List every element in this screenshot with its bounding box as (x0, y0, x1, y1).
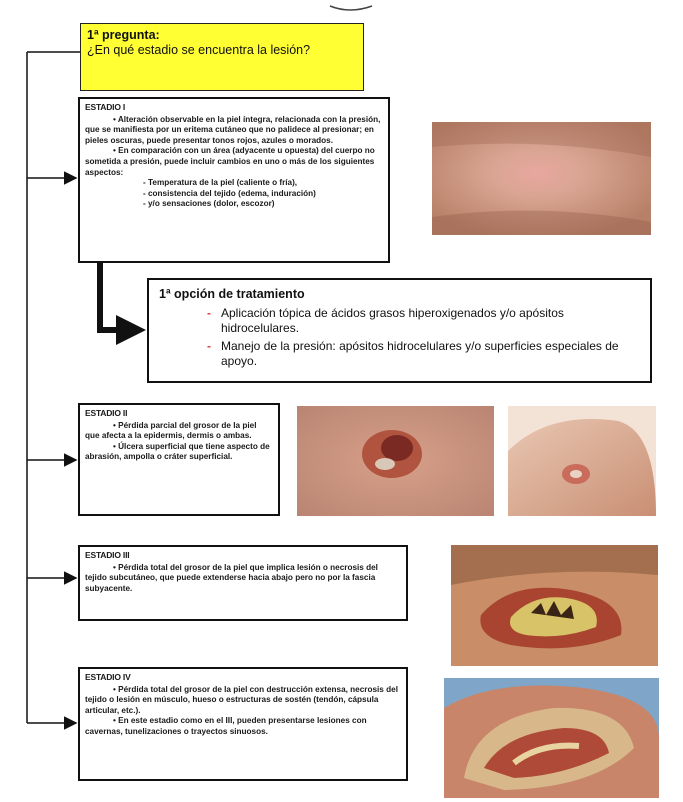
stage1-item: - consistencia del tejido (edema, indura… (85, 189, 383, 200)
stage2-text-1: • Pérdida parcial del grosor de la piel … (85, 421, 273, 442)
stage1-text-1: • Alteración observable en la piel ínteg… (85, 115, 383, 147)
treatment-box: 1ª opción de tratamiento -Aplicación tóp… (147, 278, 652, 383)
stage3-box: ESTADIO III • Pérdida total del grosor d… (78, 545, 408, 621)
arrow-treatment (100, 263, 140, 330)
stage2-title: ESTADIO II (85, 408, 273, 419)
stage2-text-2: • Úlcera superficial que tiene aspecto d… (85, 442, 273, 463)
treatment-item-text: Aplicación tópica de ácidos grasos hiper… (221, 306, 564, 335)
stage2-box: ESTADIO II • Pérdida parcial del grosor … (78, 403, 280, 516)
stage1-item: - Temperatura de la piel (caliente o frí… (85, 178, 383, 189)
treatment-title: 1ª opción de tratamiento (159, 287, 640, 301)
treatment-item: -Manejo de la presión: apósitos hidrocel… (221, 339, 640, 369)
treatment-item: -Aplicación tópica de ácidos grasos hipe… (221, 306, 640, 336)
stage1-photo (432, 122, 651, 235)
stage4-text-1: • Pérdida total del grosor de la piel co… (85, 685, 401, 717)
stage1-item: - y/o sensaciones (dolor, escozor) (85, 199, 383, 210)
question-title: 1ª pregunta: (87, 28, 357, 43)
bullet-mark: - (207, 306, 211, 321)
stage4-title: ESTADIO IV (85, 672, 401, 683)
stage4-text-2: • En este estadio como en el III, pueden… (85, 716, 401, 737)
stage4-box: ESTADIO IV • Pérdida total del grosor de… (78, 667, 408, 781)
question-box: 1ª pregunta: ¿En qué estadio se encuentr… (80, 23, 364, 91)
question-text: ¿En qué estadio se encuentra la lesión? (87, 43, 357, 58)
top-curve (330, 6, 372, 10)
stage3-title: ESTADIO III (85, 550, 401, 561)
stage3-photo (451, 545, 658, 666)
stage2-photo-1 (297, 406, 494, 516)
stage4-photo (444, 678, 659, 798)
stage1-title: ESTADIO I (85, 102, 383, 113)
treatment-item-text: Manejo de la presión: apósitos hidrocelu… (221, 339, 619, 368)
bullet-mark: - (207, 339, 211, 354)
stage1-box: ESTADIO I • Alteración observable en la … (78, 97, 390, 263)
stage3-text-1: • Pérdida total del grosor de la piel qu… (85, 563, 401, 595)
stage1-text-2: • En comparación con un área (adyacente … (85, 146, 383, 178)
stage2-photo-2 (508, 406, 656, 516)
